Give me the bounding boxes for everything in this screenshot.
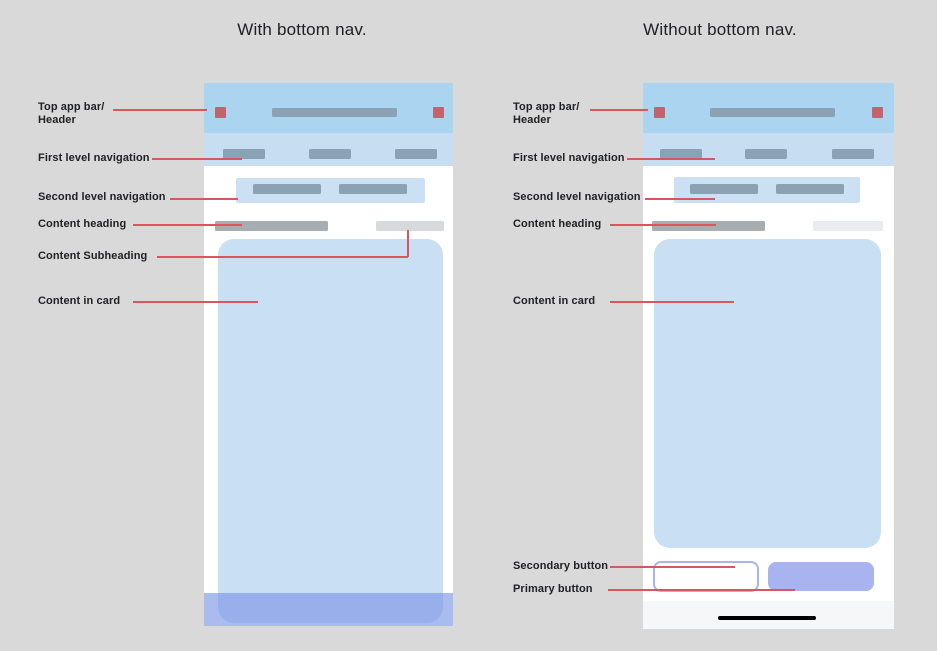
label-content-in-card-right: Content in card <box>513 295 596 307</box>
label-first-level-nav-left: First level navigation <box>38 152 150 164</box>
label-content-subheading-left: Content Subheading <box>38 250 148 262</box>
first-nav-tab[interactable] <box>660 149 702 159</box>
content-heading-placeholder <box>652 221 765 231</box>
first-nav-tab[interactable] <box>223 149 265 159</box>
content-card <box>218 239 443 623</box>
label-line2: Header <box>513 114 551 126</box>
callout-line-first-level-nav-left <box>152 158 242 160</box>
label-line2: Header <box>38 114 76 126</box>
first-level-navigation <box>643 133 894 166</box>
label-content-in-card-left: Content in card <box>38 295 121 307</box>
second-level-navigation <box>674 177 860 203</box>
label-first-level-nav-right: First level navigation <box>513 152 625 164</box>
first-level-navigation <box>204 133 453 166</box>
label-content-heading-left: Content heading <box>38 218 127 230</box>
callout-line-content-in-card-right <box>610 301 734 303</box>
label-secondary-button: Secondary button <box>513 560 609 572</box>
action-icon[interactable] <box>872 107 883 118</box>
second-nav-tab[interactable] <box>253 184 321 194</box>
right-panel-title: Without bottom nav. <box>643 20 797 39</box>
content-subheading-placeholder <box>376 221 444 231</box>
first-nav-tab[interactable] <box>395 149 437 159</box>
label-top-app-bar-right: Top app bar/ Header <box>513 101 579 127</box>
second-nav-tab[interactable] <box>776 184 844 194</box>
callout-line-content-heading-right <box>610 224 716 226</box>
home-indicator[interactable] <box>718 616 816 620</box>
bottom-nav-bar[interactable] <box>204 593 453 626</box>
action-icon[interactable] <box>433 107 444 118</box>
label-line1: Top app bar/ <box>513 101 580 113</box>
primary-button[interactable] <box>768 562 874 591</box>
app-title-placeholder <box>272 108 397 117</box>
label-content-heading-right: Content heading <box>513 218 602 230</box>
label-line1: Top app bar/ <box>38 101 105 113</box>
top-app-bar <box>204 83 453 133</box>
second-nav-tab[interactable] <box>339 184 407 194</box>
second-nav-tab[interactable] <box>690 184 758 194</box>
callout-line-second-level-nav-right <box>645 198 715 200</box>
content-heading-placeholder <box>215 221 328 231</box>
second-level-navigation <box>236 178 425 203</box>
callout-line-top-app-bar-right <box>590 109 648 111</box>
first-nav-tab[interactable] <box>832 149 874 159</box>
phone-mockup-with-bottom-nav <box>204 83 453 626</box>
callout-line-second-level-nav-left <box>170 198 238 200</box>
label-second-level-nav-left: Second level navigation <box>38 191 166 203</box>
label-primary-button: Primary button <box>513 583 593 595</box>
app-title-placeholder <box>710 108 835 117</box>
content-subheading-placeholder <box>813 221 883 231</box>
top-app-bar <box>643 83 894 133</box>
callout-line-content-subheading-left <box>157 256 408 258</box>
callout-line-top-app-bar-left <box>113 109 207 111</box>
nav-menu-icon[interactable] <box>215 107 226 118</box>
first-nav-tab[interactable] <box>309 149 351 159</box>
content-card <box>654 239 881 548</box>
callout-elbow-content-subheading-left <box>407 230 409 257</box>
callout-line-first-level-nav-right <box>627 158 715 160</box>
left-panel-title: With bottom nav. <box>237 20 367 39</box>
gesture-bar-area <box>643 601 894 629</box>
callout-line-content-heading-left <box>133 224 242 226</box>
nav-menu-icon[interactable] <box>654 107 665 118</box>
phone-mockup-without-bottom-nav <box>643 83 894 629</box>
label-second-level-nav-right: Second level navigation <box>513 191 641 203</box>
label-top-app-bar-left: Top app bar/ Header <box>38 101 104 127</box>
callout-line-content-in-card-left <box>133 301 258 303</box>
first-nav-tab[interactable] <box>745 149 787 159</box>
callout-line-secondary-button <box>610 566 735 568</box>
callout-line-primary-button <box>608 589 795 591</box>
